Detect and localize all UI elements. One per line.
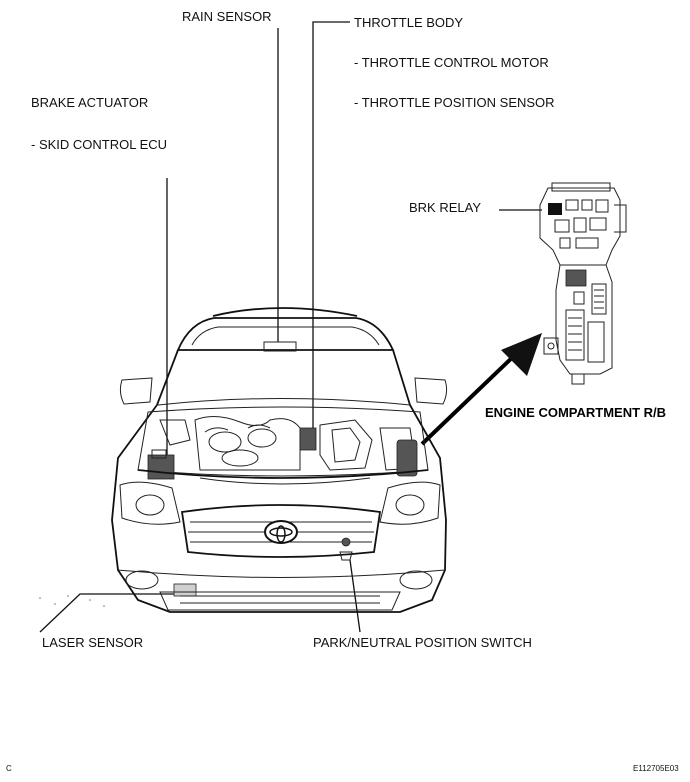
throttle-control-motor-label: - THROTTLE CONTROL MOTOR (354, 55, 549, 70)
right-headlight (379, 481, 441, 525)
laser-sensor-label: LASER SENSOR (42, 635, 143, 650)
park-neutral-switch-label: PARK/NEUTRAL POSITION SWITCH (313, 635, 532, 650)
rain-sensor-label: RAIN SENSOR (182, 9, 272, 24)
brake-actuator-icon (147, 454, 175, 480)
brake-actuator-label: BRAKE ACTUATOR (31, 95, 148, 110)
engine-compartment-rb-drawing (539, 182, 627, 385)
car-front-drawing (39, 307, 448, 613)
rain-sensor-icon (263, 341, 297, 352)
left-headlight (119, 481, 181, 525)
grille (180, 504, 382, 558)
throttle-position-sensor-label: - THROTTLE POSITION SENSOR (354, 95, 555, 110)
engine-compartment-rb-label: ENGINE COMPARTMENT R/B (485, 405, 666, 420)
laser-sensor-icon (173, 583, 197, 597)
corner-letter: C (6, 764, 12, 773)
throttle-body-icon (299, 427, 317, 451)
laser-sensor-leader (39, 593, 180, 633)
brk-relay-label: BRK RELAY (409, 200, 481, 215)
engine-components (147, 416, 418, 485)
park-neutral-switch-icon (341, 537, 351, 547)
figure-id: E112705E03 (633, 764, 679, 773)
brk-relay-icon (548, 203, 562, 215)
toyota-emblem-icon (264, 520, 298, 544)
skid-control-ecu-label: - SKID CONTROL ECU (31, 137, 167, 152)
arrow-to-rb (420, 333, 542, 446)
throttle-body-label: THROTTLE BODY (354, 15, 463, 30)
throttle-body-leader (312, 21, 350, 432)
engine-room-rb-icon (396, 439, 418, 477)
